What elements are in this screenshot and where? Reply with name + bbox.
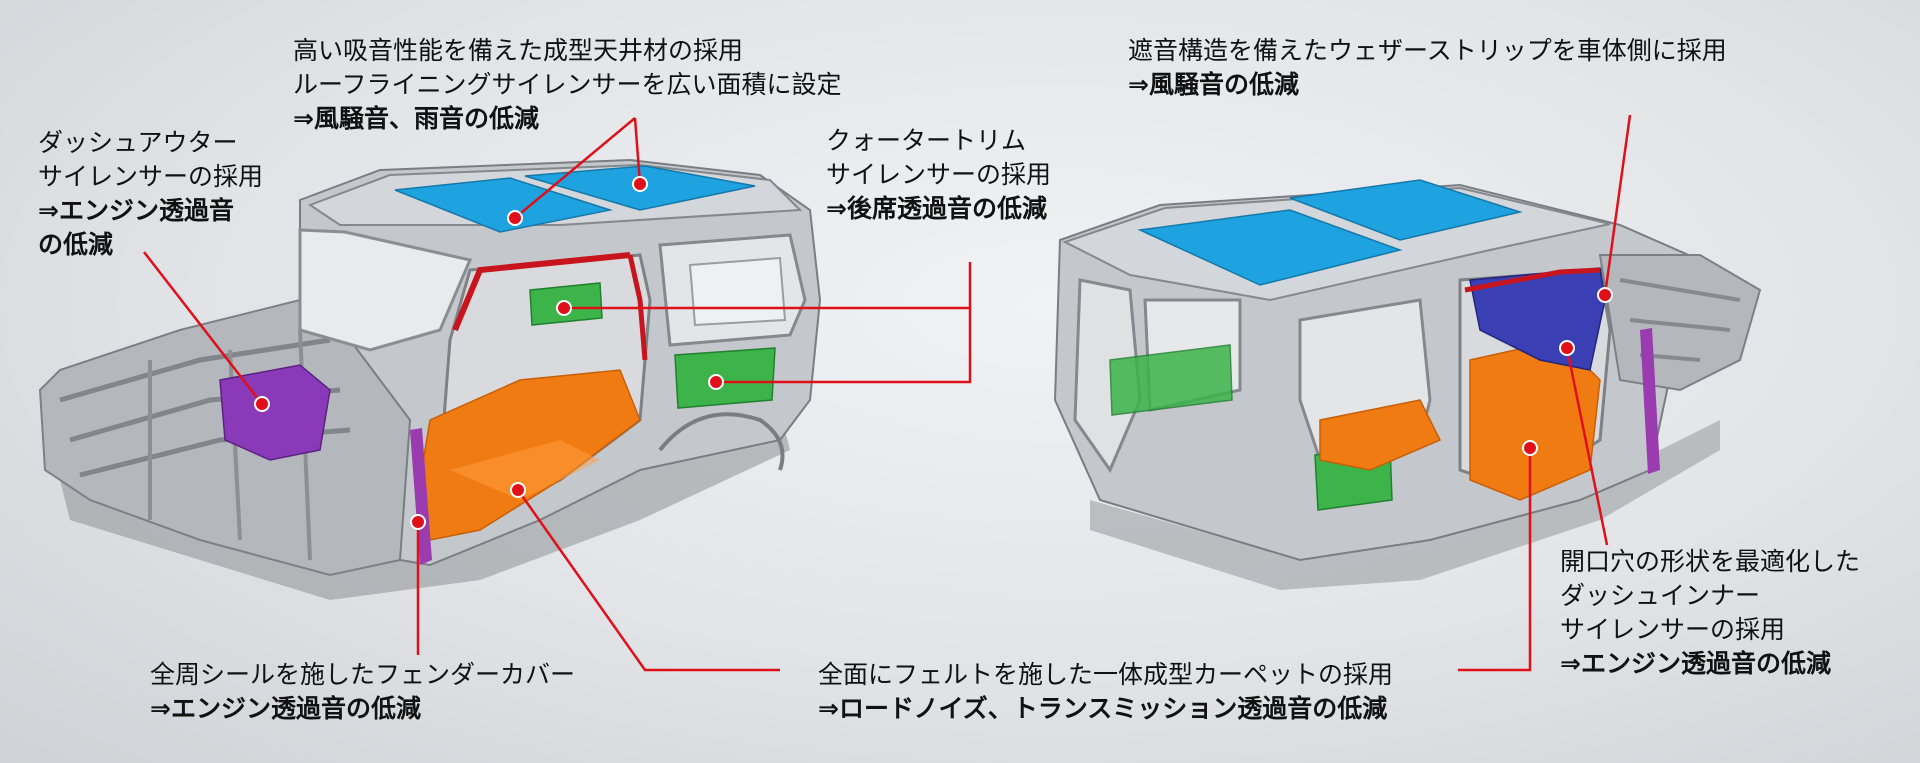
callout-quarter-trim: クォータートリム サイレンサーの採用 ⇒後席透過音の低減	[826, 124, 1051, 226]
marker-quarter-upper	[556, 300, 572, 316]
marker-weatherstrip	[1597, 287, 1613, 303]
callout-fender-line-1: 全周シールを施したフェンダーカバー	[150, 660, 576, 689]
leader-line-roof	[514, 117, 636, 219]
callout-dash-inner: 開口穴の形状を最適化した ダッシュインナー サイレンサーの採用 ⇒エンジン透過音…	[1560, 545, 1860, 681]
callout-roof-line-1: 高い吸音性能を備えた成型天井材の採用	[293, 36, 744, 65]
marker-fender	[410, 514, 426, 530]
marker-dash-inner	[1559, 340, 1575, 356]
callout-roof-lining: 高い吸音性能を備えた成型天井材の採用 ルーフライニングサイレンサーを広い面積に設…	[293, 34, 842, 136]
marker-dash-outer	[254, 396, 270, 412]
callout-dash-outer-line-2: サイレンサーの採用	[38, 162, 264, 191]
leader-line-dash-inner	[1565, 347, 1609, 546]
callout-fender: 全周シールを施したフェンダーカバー ⇒エンジン透過音の低減	[150, 658, 575, 726]
marker-quarter-lower	[708, 374, 724, 390]
leader-lines	[143, 114, 1632, 672]
callout-carpet: 全面にフェルトを施した一体成型カーペットの採用 ⇒ロードノイズ、トランスミッショ…	[818, 658, 1393, 726]
marker-carpet-right	[1522, 440, 1538, 456]
callout-dash-inner-line-2: ダッシュインナー	[1560, 581, 1761, 610]
callout-roof-effect: ⇒風騒音、雨音の低減	[293, 104, 539, 133]
callout-weatherstrip-effect: ⇒風騒音の低減	[1128, 70, 1299, 99]
callout-carpet-effect: ⇒ロードノイズ、トランスミッション透過音の低減	[818, 694, 1388, 723]
callout-dash-outer: ダッシュアウター サイレンサーの採用 ⇒エンジン透過音 の低減	[38, 126, 263, 262]
marker-carpet-left	[510, 482, 526, 498]
callout-weatherstrip-line-1: 遮音構造を備えたウェザーストリップを車体側に採用	[1128, 36, 1727, 65]
callout-dash-outer-effect-1: ⇒エンジン透過音	[38, 196, 234, 225]
leader-line-dash-outer	[143, 251, 263, 405]
leader-line-weatherstrip	[1603, 114, 1632, 296]
callout-dash-outer-effect-2: の低減	[38, 230, 114, 259]
callout-dash-inner-effect: ⇒エンジン透過音の低減	[1560, 649, 1831, 678]
callout-quarter-trim-line-2: サイレンサーの採用	[826, 160, 1052, 189]
callout-weatherstrip: 遮音構造を備えたウェザーストリップを車体側に採用 ⇒風騒音の低減	[1128, 34, 1727, 102]
callout-dash-outer-line-1: ダッシュアウター	[38, 128, 238, 157]
callout-quarter-trim-line-1: クォータートリム	[826, 126, 1027, 155]
callout-fender-effect: ⇒エンジン透過音の低減	[150, 694, 421, 723]
callout-roof-line-2: ルーフライニングサイレンサーを広い面積に設定	[293, 70, 842, 99]
right-body-shell	[1053, 179, 1762, 590]
leader-line-carpet-right	[1458, 448, 1532, 672]
marker-roof-front	[507, 210, 523, 226]
markers	[254, 176, 1613, 530]
callout-quarter-trim-effect: ⇒後席透過音の低減	[826, 194, 1047, 223]
marker-roof-rear	[632, 176, 648, 192]
leader-line-quarter-trim	[716, 262, 972, 384]
callout-carpet-line-1: 全面にフェルトを施した一体成型カーペットの採用	[818, 660, 1394, 689]
leader-line-roof-2	[633, 117, 642, 185]
leader-line-carpet	[516, 489, 780, 672]
callout-dash-inner-line-3: サイレンサーの採用	[1560, 615, 1786, 644]
callout-dash-inner-line-1: 開口穴の形状を最適化した	[1560, 547, 1861, 576]
